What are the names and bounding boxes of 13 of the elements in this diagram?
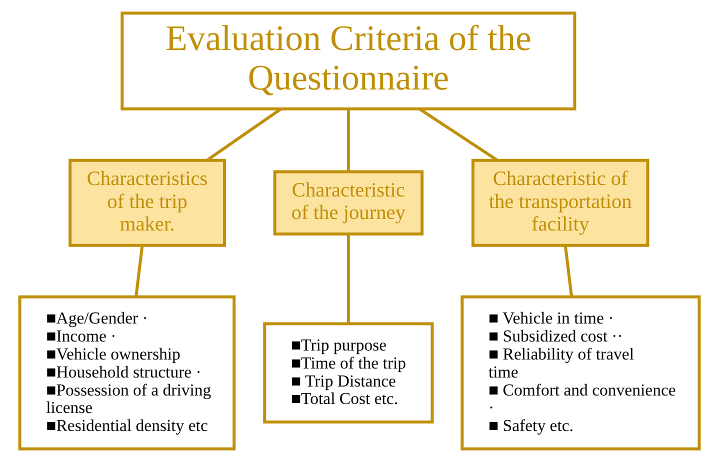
connector [134, 245, 144, 297]
node-box: Characteristic of the transportation facility [471, 158, 650, 247]
node-box: Characteristic of the journey [273, 170, 424, 236]
node-box: ■ Vehicle in time · ■ Subsidized cost ·· ■ Reliability of travel time ■ Comfort and convenience · ■ Safety etc. [460, 295, 701, 450]
node-box: Evaluation Criteria of the Questionnaire [120, 12, 576, 110]
connector [346, 234, 350, 324]
connector [206, 108, 282, 162]
connector [346, 109, 350, 172]
node-box: Characteristics of the trip maker. [68, 158, 226, 247]
connector [564, 245, 574, 297]
node-box: ■Trip purpose ■Time of the trip ■ Trip Distance ■Total Cost etc. [263, 322, 434, 424]
node-box: ■Age/Gender · ■Income · ■Vehicle ownership ■Household structure · ■Possession of a driving license ■Residential density etc [18, 295, 236, 450]
connector [418, 108, 498, 162]
